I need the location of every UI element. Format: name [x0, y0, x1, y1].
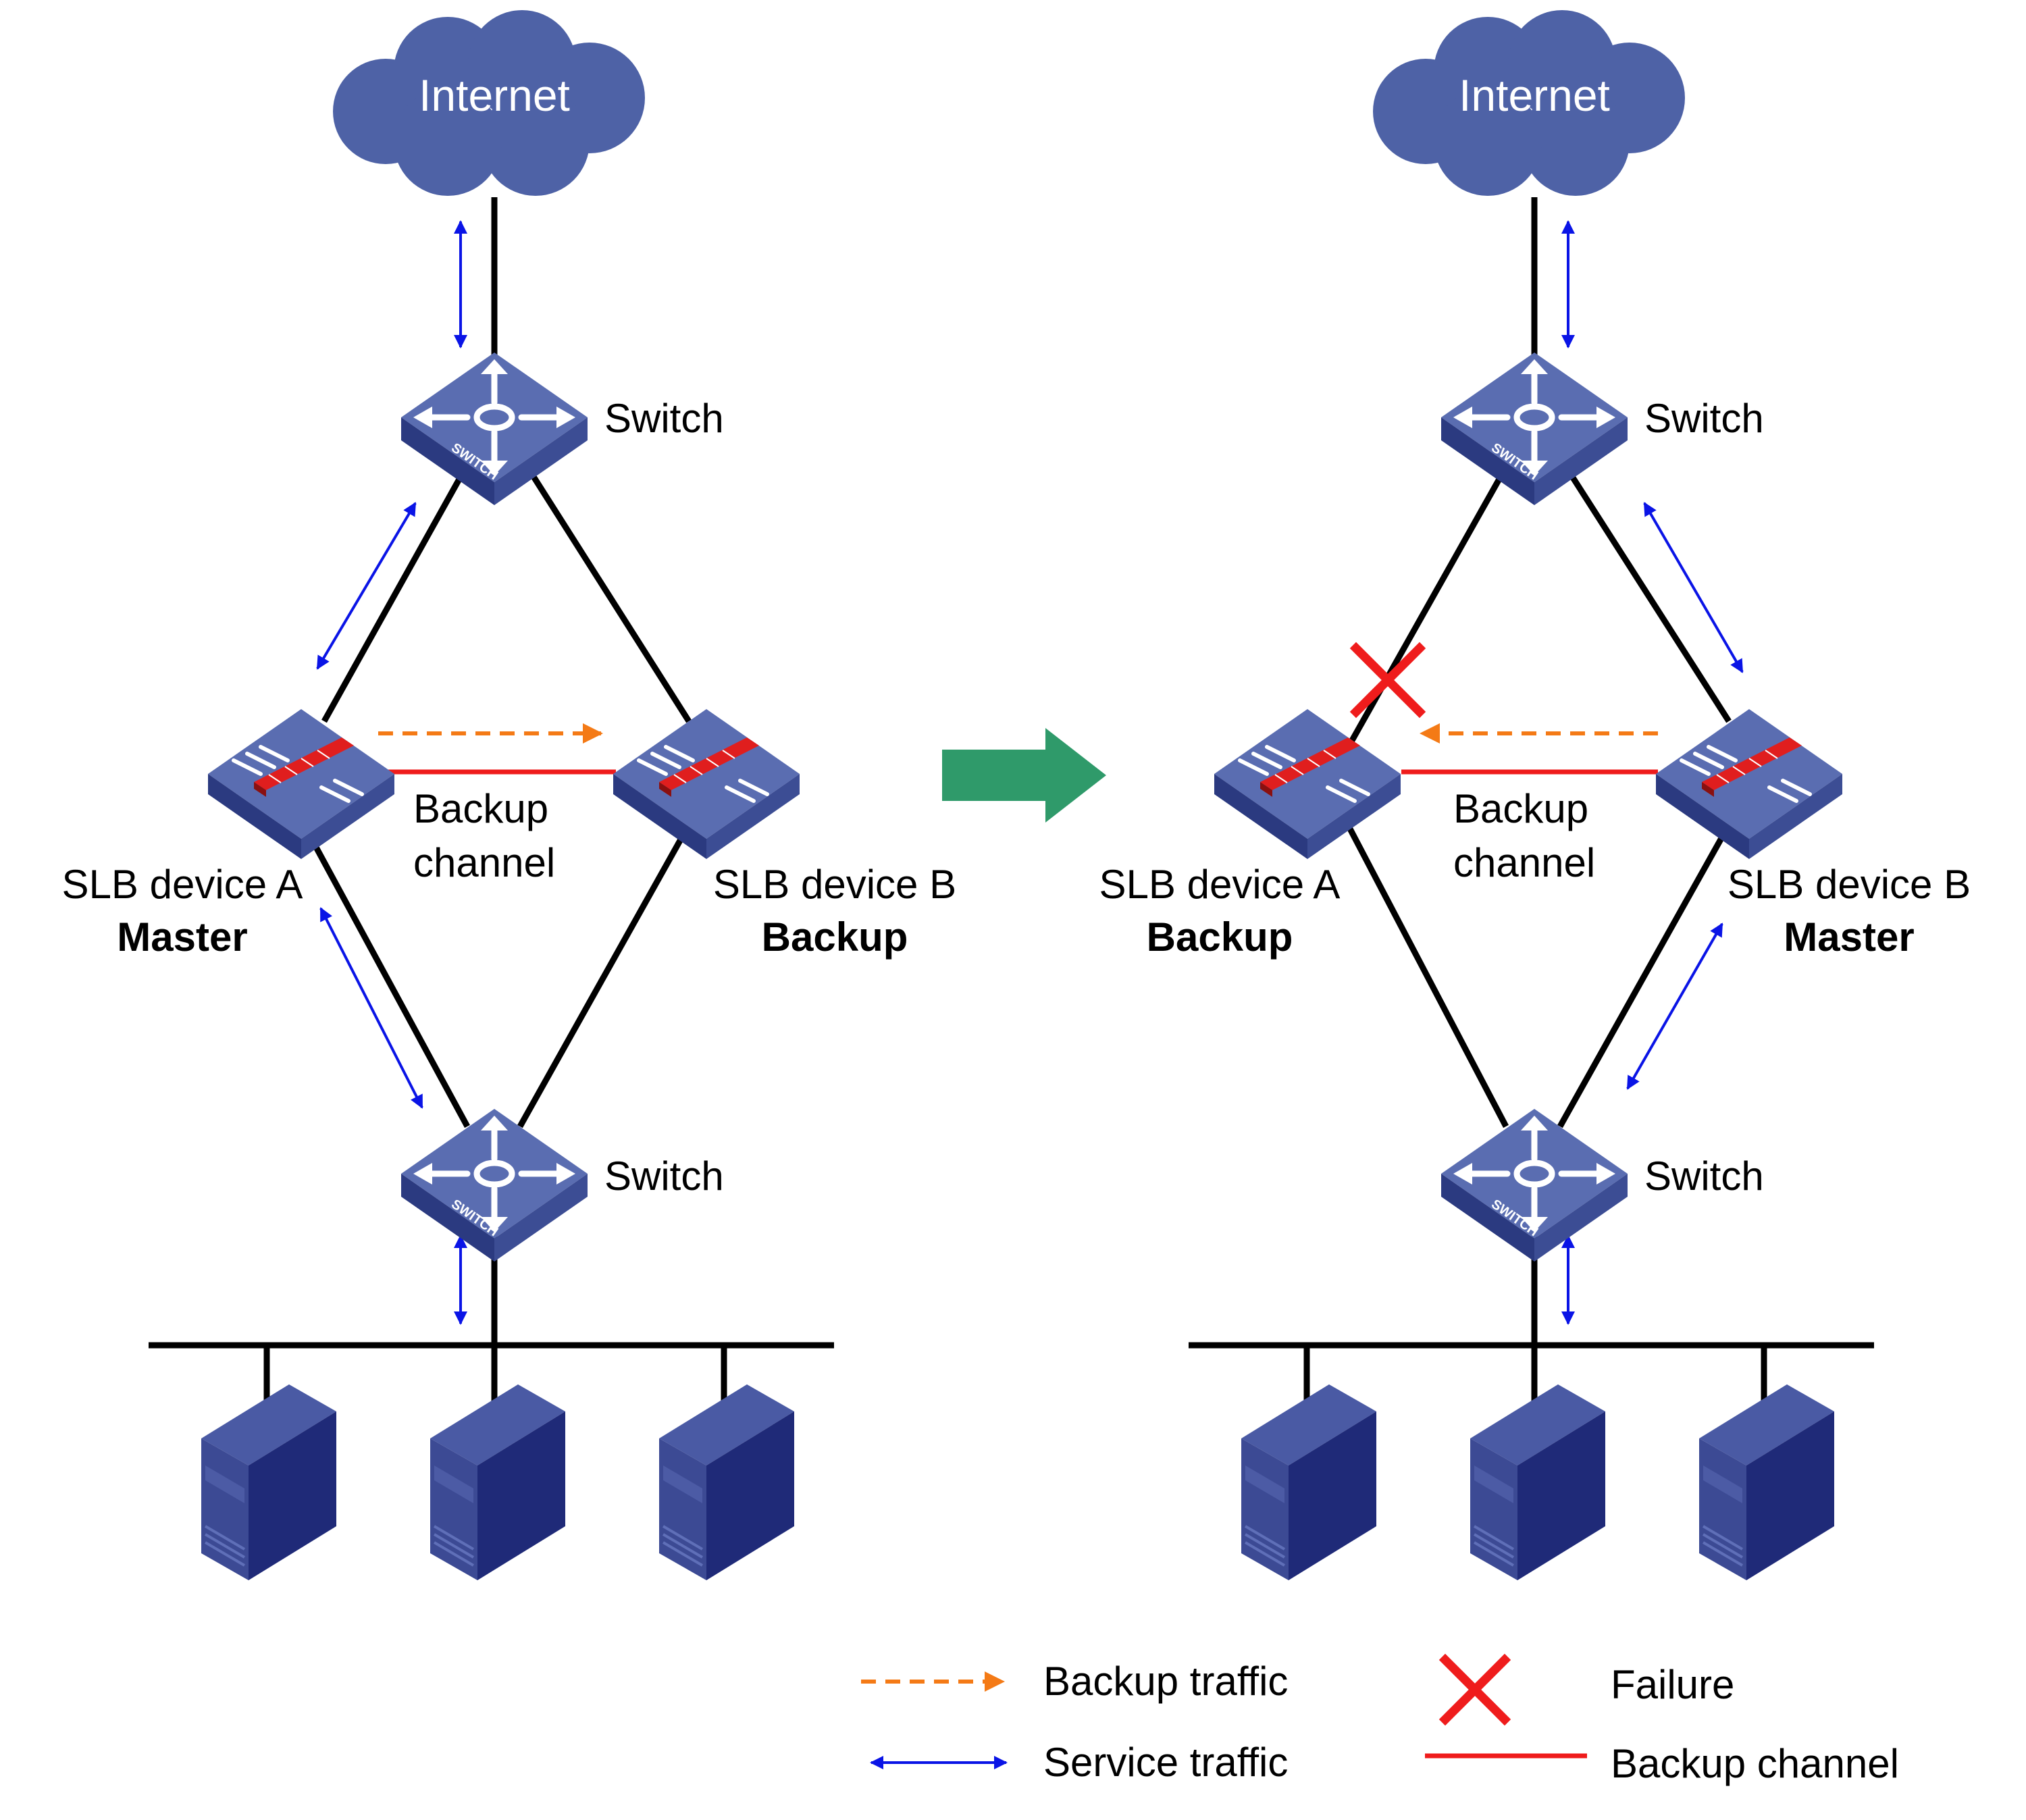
switch-icon: SWITCH [401, 353, 588, 505]
internet-label: Internet [1459, 70, 1610, 120]
slb-device-icon [208, 709, 394, 859]
failure-x-icon [1349, 642, 1426, 719]
bottom-switch-label: Switch [1644, 1153, 1764, 1199]
slb-device-icon [1214, 709, 1401, 859]
slb-device-icon [613, 709, 800, 859]
service-traffic-arrow-bottom-switch [319, 907, 423, 1109]
server-icon [658, 1383, 796, 1582]
backup-channel-label: Backup [413, 786, 548, 831]
link-device-a-to-bottom-switch [1341, 815, 1509, 1128]
backup-channel-label: Backup [1453, 786, 1588, 831]
device-a-role: Master [117, 914, 247, 960]
server-icon [1698, 1383, 1836, 1582]
link-top-switch-to-device-a [1348, 463, 1510, 745]
top-switch-label: Switch [1644, 396, 1764, 441]
switch-icon: SWITCH [1441, 1109, 1628, 1262]
device-b-name: SLB device B [713, 862, 956, 907]
device-a-role: Backup [1147, 914, 1293, 960]
legend: Backup traffic Service traffic Failure B… [861, 1653, 1899, 1786]
server-icon [200, 1383, 338, 1582]
right-topology: Internet SWITCH Switch SWITCH Switch Bac… [1099, 10, 1971, 1582]
link-top-switch-to-device-a [321, 463, 470, 723]
device-b-role: Master [1784, 914, 1914, 960]
legend-failure-label: Failure [1611, 1662, 1734, 1707]
server-icon [429, 1383, 567, 1582]
internet-label: Internet [419, 70, 570, 120]
legend-backup-channel-label: Backup channel [1611, 1741, 1899, 1786]
service-traffic-arrow-top-switch [1643, 502, 1744, 673]
link-device-b-to-bottom-switch [517, 825, 690, 1128]
switch-icon: SWITCH [1441, 353, 1628, 505]
switch-icon: SWITCH [401, 1109, 588, 1262]
server-icon [1240, 1383, 1378, 1582]
legend-failure-x-icon [1438, 1653, 1511, 1726]
service-traffic-arrow-top-switch [316, 502, 417, 670]
link-top-switch-to-device-b [524, 464, 692, 723]
slb-device-icon [1656, 709, 1842, 859]
left-topology: Internet SWITCH Switch SWITCH Switch Bac… [62, 10, 956, 1582]
transition-arrow-icon [942, 728, 1106, 823]
legend-service-traffic-label: Service traffic [1043, 1740, 1288, 1785]
link-top-switch-to-device-b [1563, 464, 1732, 723]
legend-backup-traffic-label: Backup traffic [1043, 1659, 1288, 1704]
top-switch-label: Switch [604, 396, 724, 441]
device-b-name: SLB device B [1728, 862, 1971, 907]
bottom-switch-label: Switch [604, 1153, 724, 1199]
device-b-role: Backup [762, 914, 908, 960]
backup-channel-label: channel [413, 840, 555, 885]
backup-channel-label: channel [1453, 840, 1595, 885]
device-a-name: SLB device A [1099, 862, 1341, 907]
device-a-name: SLB device A [62, 862, 303, 907]
server-icon [1469, 1383, 1607, 1582]
service-traffic-arrow-bottom-switch [1626, 922, 1723, 1090]
